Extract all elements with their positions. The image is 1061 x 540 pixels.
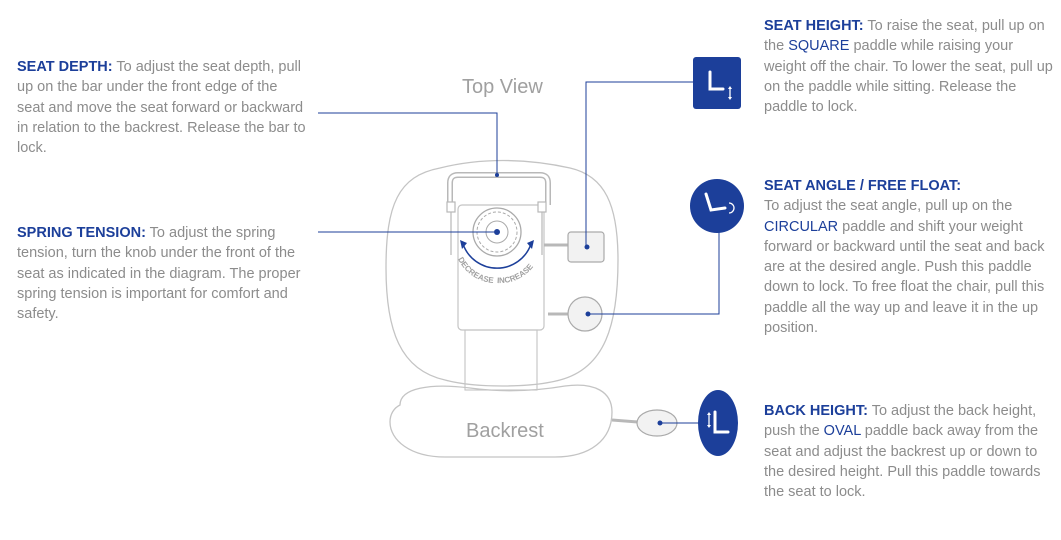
seat-depth-heading: SEAT DEPTH:: [17, 59, 113, 75]
seat-height-text-a: To raise the seat, pull up on the: [764, 18, 1045, 55]
spring-tension-text: To adjust the spring tension, turn the k…: [17, 225, 301, 323]
spring-tension-description: SPRING TENSION: To adjust the spring ten…: [17, 223, 317, 324]
top-view-label: Top View: [462, 76, 543, 98]
seat-angle-description: SEAT ANGLE / FREE FLOAT: To adjust the s…: [764, 176, 1056, 338]
seat-depth-description: SEAT DEPTH: To adjust the seat depth, pu…: [17, 57, 307, 158]
back-height-text-a: To adjust the back height, push the: [764, 403, 1037, 440]
back-height-heading: BACK HEIGHT:: [764, 403, 868, 419]
seat-height-icon: [693, 57, 741, 109]
seat-angle-text-b: paddle and shift your weight forward or …: [764, 218, 1045, 337]
seat-angle-icon: [690, 179, 744, 233]
back-height-keyword: OVAL: [823, 423, 861, 440]
seat-outline: [385, 159, 619, 387]
seat-depth-bar: [447, 172, 551, 205]
backrest-label: Backrest: [466, 420, 544, 442]
increase-label: INCREASE: [497, 262, 535, 286]
decrease-label: DECREASE: [456, 256, 495, 286]
back-height-description: BACK HEIGHT: To adjust the back height, …: [764, 401, 1044, 502]
seat-depth-text: To adjust the seat depth, pull up on the…: [17, 59, 306, 157]
backrest-shape: [389, 384, 613, 458]
svg-text:DECREASE: DECREASE: [456, 256, 495, 286]
seat-angle-keyword: CIRCULAR: [764, 218, 839, 235]
seat-height-heading: SEAT HEIGHT:: [764, 18, 864, 34]
leader-lines: [318, 81, 720, 424]
seat-angle-text-a: To adjust the seat angle, pull up on the: [764, 198, 1013, 215]
tension-knob: [472, 207, 522, 257]
spring-tension-heading: SPRING TENSION:: [17, 225, 146, 241]
back-height-icon: [698, 390, 738, 456]
seat-height-description: SEAT HEIGHT: To raise the seat, pull up …: [764, 16, 1056, 117]
seat-height-text-b: paddle while raising your weight off the…: [764, 38, 1053, 116]
tension-arrow: [462, 243, 532, 269]
svg-text:INCREASE: INCREASE: [497, 262, 535, 286]
seat-angle-heading: SEAT ANGLE / FREE FLOAT:: [764, 178, 962, 194]
back-height-text-b: paddle back away from the seat and adjus…: [764, 423, 1041, 501]
seat-height-keyword: SQUARE: [788, 38, 850, 55]
